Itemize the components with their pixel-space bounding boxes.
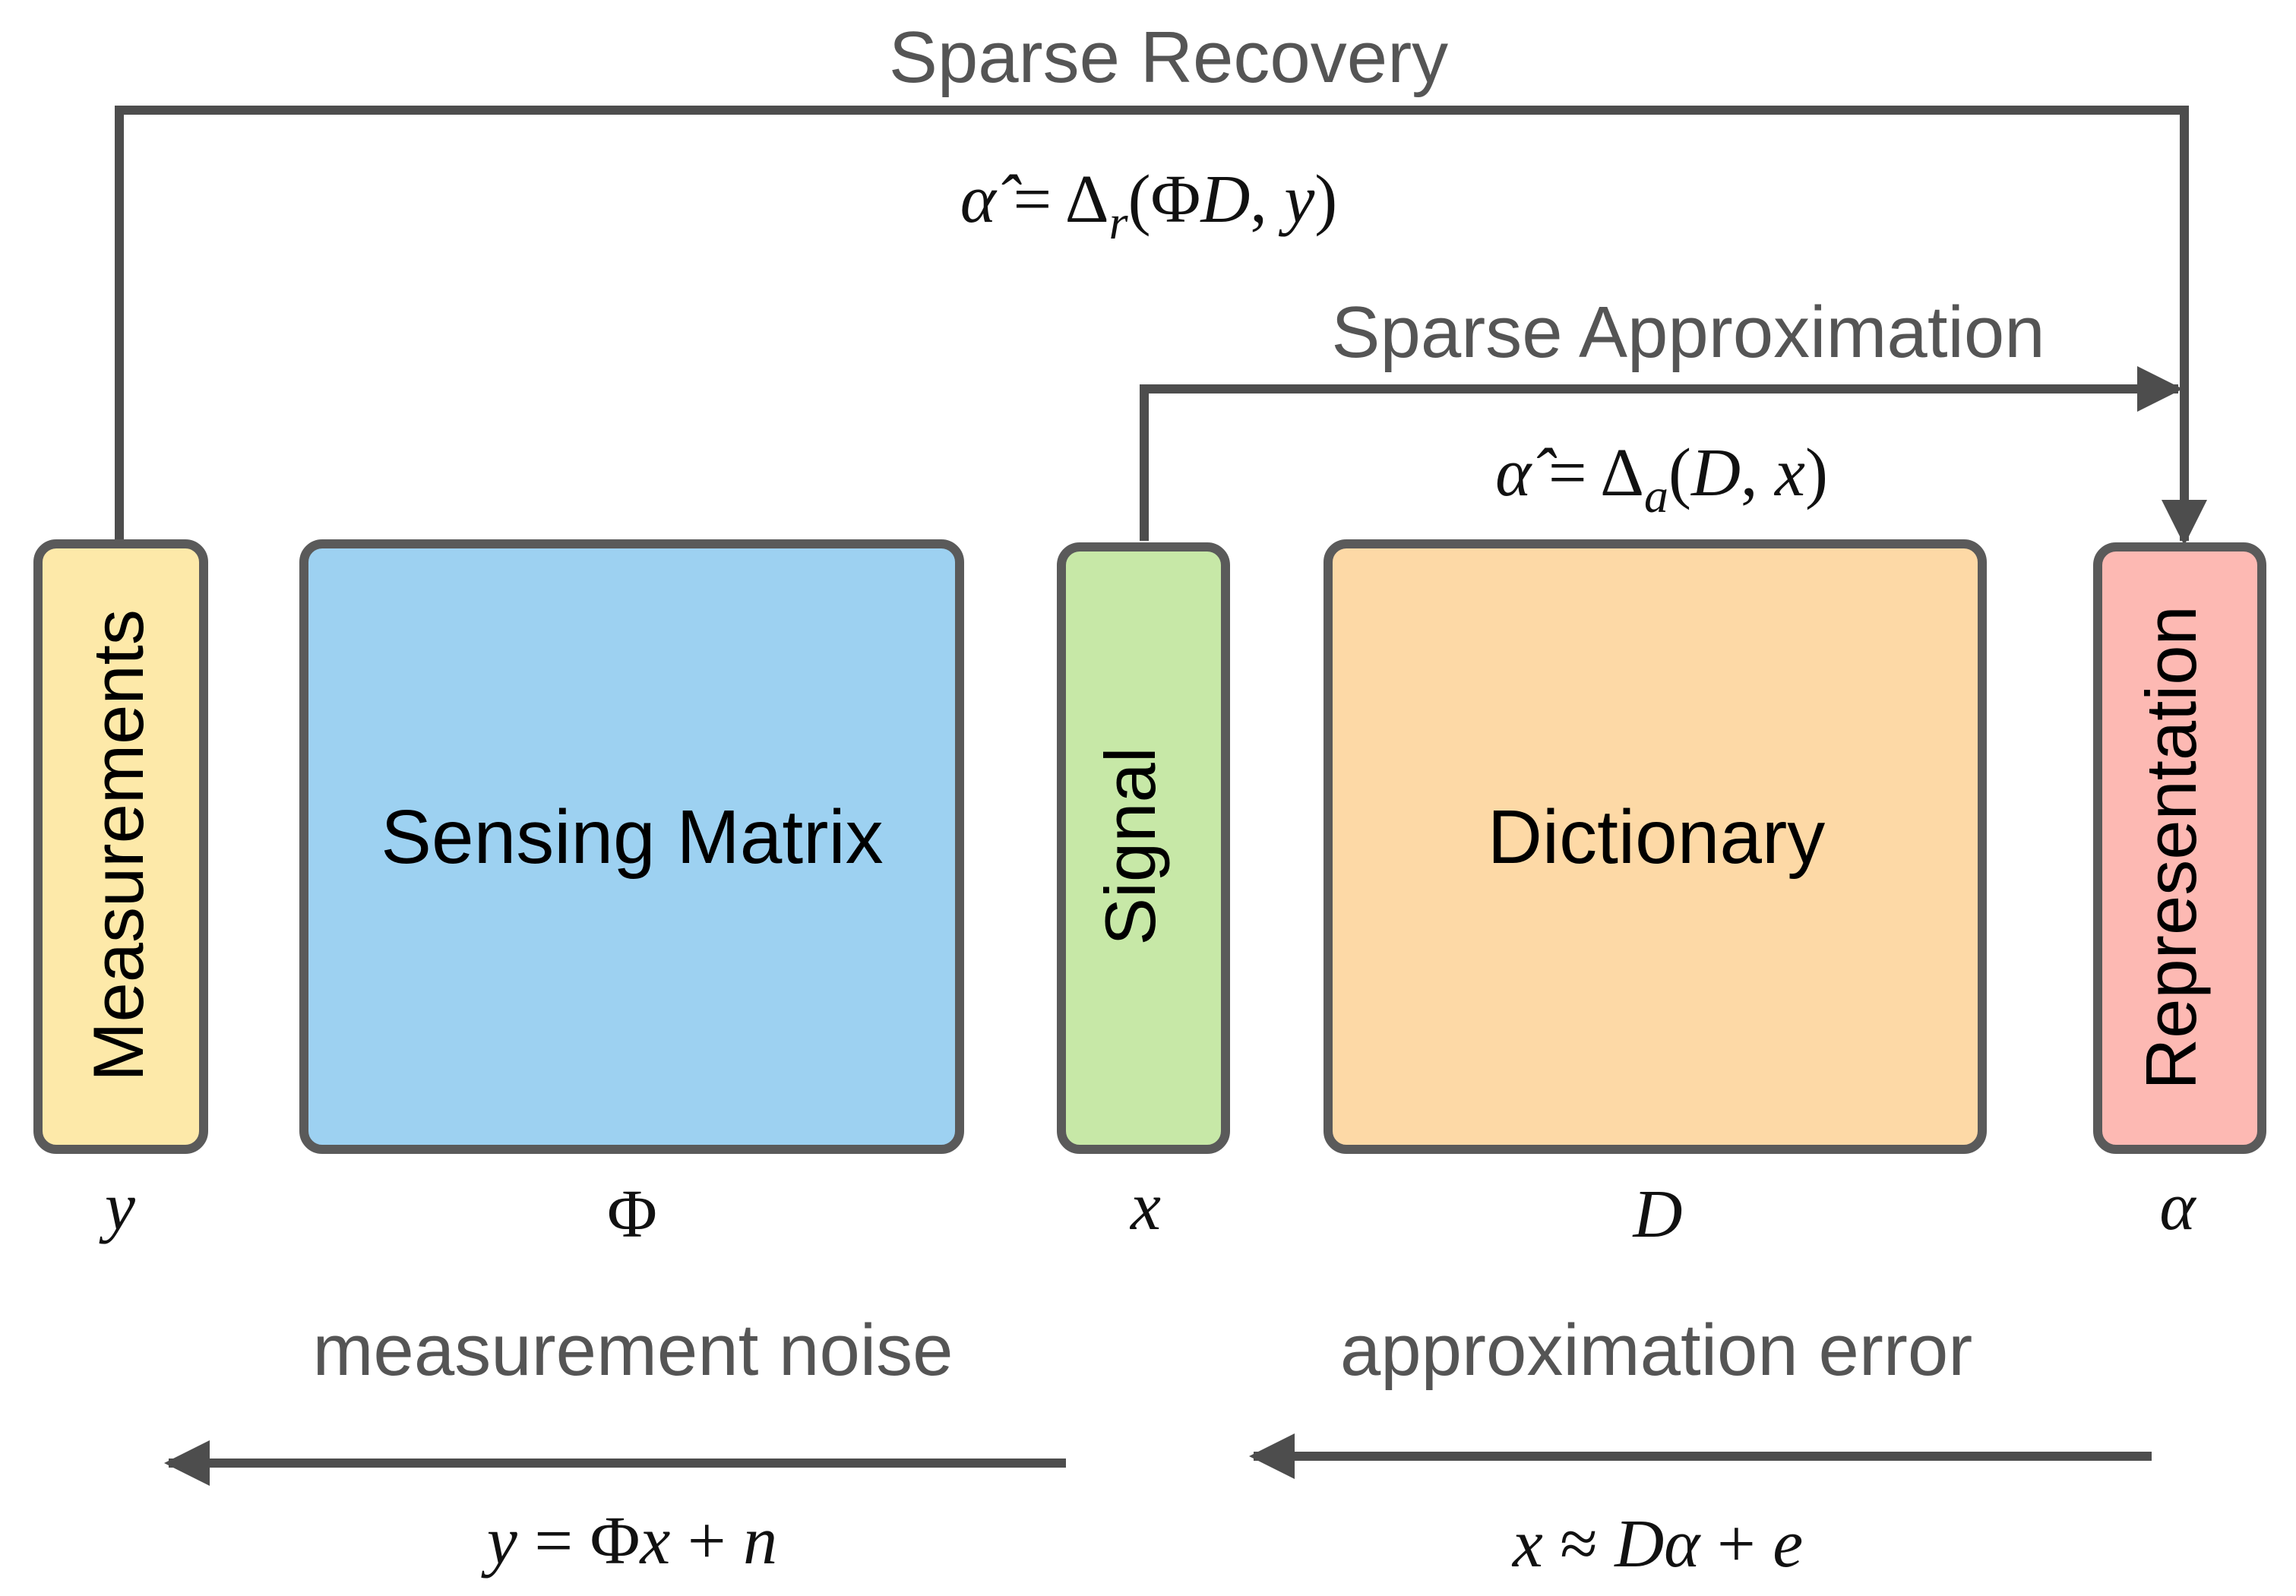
representation-symbol: α: [2159, 1169, 2196, 1244]
sparse-recovery-arrow: [115, 106, 2207, 545]
measurements-block: [33, 539, 208, 1154]
representation-label: Representation: [2131, 605, 2211, 1090]
approximation-error-formula: x ≈ Dα + e: [1511, 1506, 1803, 1582]
representation-block: [2093, 542, 2266, 1154]
measurement-noise-label: measurement noise: [312, 1310, 953, 1391]
measurements-label: Measurements: [78, 609, 158, 1082]
approximation-error-label: approximation error: [1340, 1310, 1972, 1391]
sparse-recovery-title: Sparse Recovery: [889, 17, 1448, 98]
signal-symbol: x: [1129, 1169, 1161, 1244]
signal-block: [1057, 542, 1230, 1154]
measurement-noise-formula: y = Φx + n: [481, 1503, 777, 1579]
dictionary-symbol: D: [1632, 1177, 1683, 1252]
sparse-approximation-title: Sparse Approximation: [1331, 292, 2045, 373]
signal-label: Signal: [1090, 747, 1170, 945]
sensing-matrix-symbol: Φ: [607, 1177, 657, 1252]
sparse-recovery-formula: α̂ = Δr(ΦD, y): [960, 162, 1338, 249]
dictionary-label: Dictionary: [1488, 795, 1826, 880]
dictionary-block: [1324, 539, 1987, 1154]
sparse-approximation-arrow: [1140, 366, 2183, 541]
sparse-approximation-formula: α̂ = Δa(D, x): [1495, 435, 1828, 523]
sensing-matrix-label: Sensing Matrix: [381, 795, 883, 880]
measurements-symbol: y: [99, 1169, 135, 1244]
sensing-matrix-block: [299, 539, 964, 1154]
